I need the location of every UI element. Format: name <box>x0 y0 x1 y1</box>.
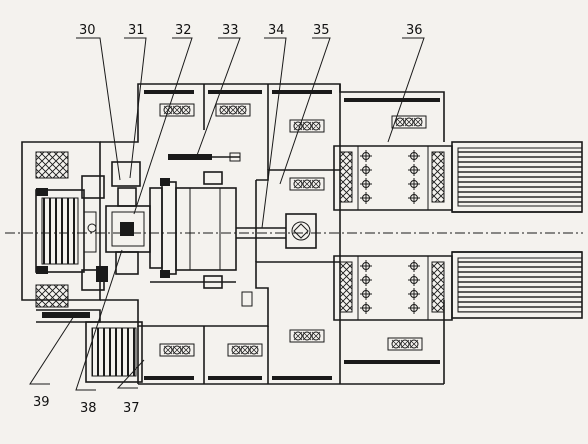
callout-37: 37 <box>123 401 140 416</box>
callout-35: 35 <box>313 23 330 38</box>
lower-rollers <box>144 329 332 380</box>
callout-30: 30 <box>79 23 96 38</box>
conveyor-tracks <box>451 141 583 319</box>
callout-36: 36 <box>406 23 423 38</box>
callout-32: 32 <box>175 23 192 38</box>
callout-34: 34 <box>268 23 285 38</box>
upper-rollers <box>144 90 332 191</box>
callout-31: 31 <box>128 23 145 38</box>
right-section <box>333 84 453 385</box>
callout-39: 39 <box>33 395 50 410</box>
leader-lines <box>29 37 425 391</box>
shaft-and-coupling <box>236 213 317 249</box>
callout-33: 33 <box>222 23 239 38</box>
lower-platform <box>36 309 143 383</box>
callout-labels: 30 31 32 33 34 35 36 37 38 39 <box>33 23 423 416</box>
callout-38: 38 <box>80 401 97 416</box>
left-end-housing <box>21 141 101 308</box>
drive-assembly <box>81 161 237 291</box>
